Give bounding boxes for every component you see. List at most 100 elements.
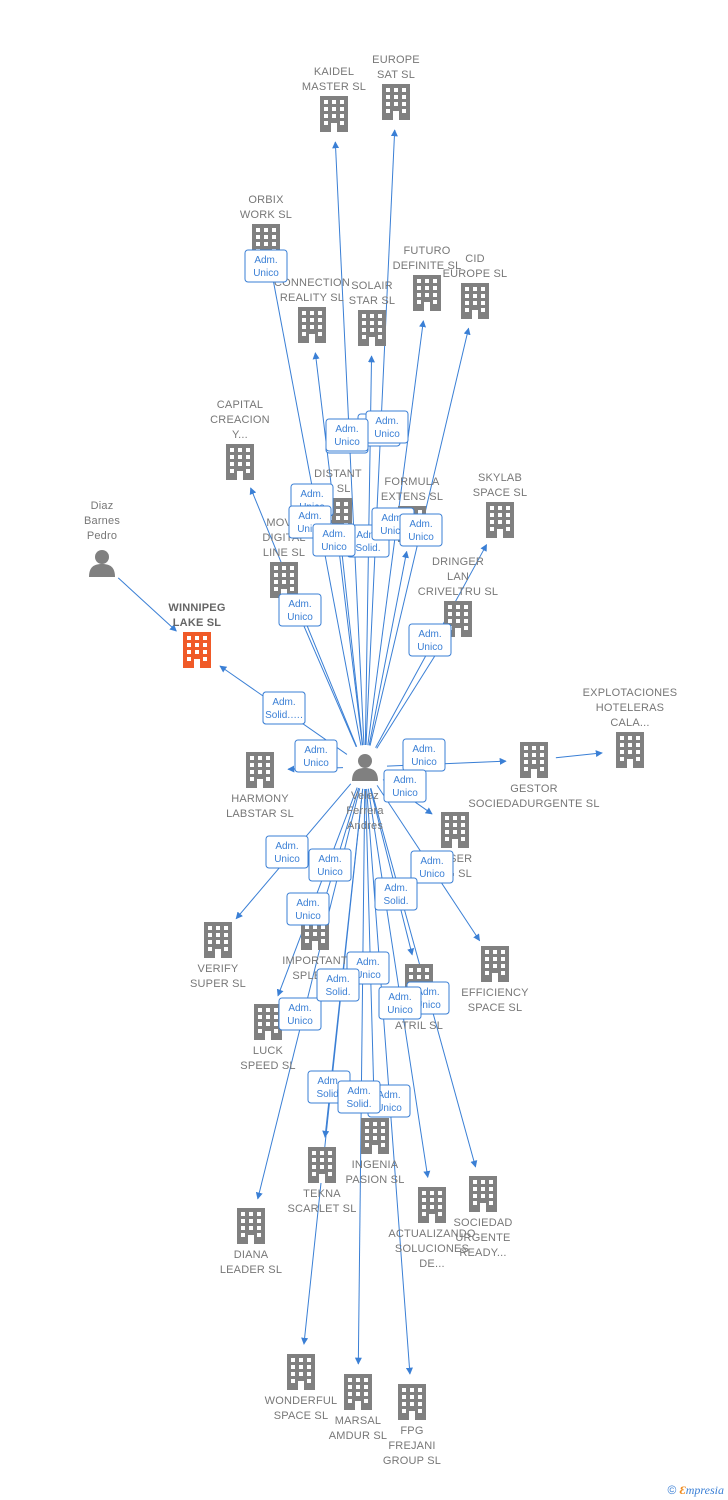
relation-label-gestor[interactable]: Adm.Unico — [402, 738, 446, 772]
relation-label-harmony[interactable]: Adm.Unico — [294, 739, 338, 773]
node-label: SOCIEDAD — [453, 1217, 512, 1229]
relation-label-text: Adm. — [254, 255, 277, 266]
relation-label-text: Unico — [411, 757, 437, 768]
relation-label-skylab[interactable]: Adm.Unico — [399, 513, 443, 547]
edge-center-to-distant — [338, 543, 364, 746]
building-icon — [486, 502, 514, 538]
relation-label-text: Adm. — [275, 841, 298, 852]
relation-label-winnipeg[interactable]: Adm.Solid.…. — [262, 691, 306, 725]
relation-label-cid[interactable]: Adm.Unico — [325, 418, 369, 452]
relation-label-diana[interactable]: Adm.Unico — [308, 848, 352, 882]
relation-label-text: Unico — [392, 788, 418, 799]
relation-label-text: Adm. — [322, 529, 345, 540]
company-node-explotaciones[interactable]: EXPLOTACIONESHOTELERASCALA... — [583, 687, 678, 768]
company-node-sociedad[interactable]: SOCIEDADURGENTEREADY... — [453, 1176, 512, 1259]
relation-label-text: Adm. — [375, 416, 398, 427]
relation-label-orbix[interactable]: Adm. Unico — [244, 249, 288, 283]
relation-label-text: Adm. — [388, 992, 411, 1003]
relation-label-distant[interactable]: Adm. Unico — [312, 523, 356, 557]
building-icon — [358, 310, 386, 346]
relation-label-verify[interactable]: Adm.Unico — [265, 835, 309, 869]
node-label: LUCK — [253, 1045, 284, 1057]
relation-label-text: Unico — [321, 542, 347, 553]
relation-label-wonderful[interactable]: Adm.Solid. — [316, 968, 360, 1002]
brand-logo[interactable]: Ɛmpresia — [679, 1483, 724, 1497]
node-label: SOLAIR — [351, 280, 393, 292]
relation-label-text: Unico — [380, 526, 406, 537]
node-label: GESTOR — [510, 783, 557, 795]
building-icon — [441, 812, 469, 848]
node-label: SPACE SL — [274, 1410, 329, 1422]
relation-label-text: Adm. — [304, 745, 327, 756]
building-icon — [418, 1187, 446, 1223]
relation-label-important[interactable]: Adm.Unico — [286, 892, 330, 926]
relation-label-luck[interactable]: Adm.Unico — [278, 997, 322, 1031]
edge-center-to-wonderful — [301, 788, 364, 1345]
node-label: FREJANI — [388, 1440, 435, 1452]
edge-center-to-ingenia — [365, 788, 378, 1109]
company-node-luck[interactable]: LUCK SPEED SL — [240, 1004, 296, 1072]
relation-label-fpg[interactable]: Adm.Unico — [383, 769, 427, 803]
relation-label-marsal[interactable]: Adm.Solid. — [337, 1080, 381, 1114]
node-label: Ferrera — [346, 805, 384, 817]
relation-label-text: Adm. — [384, 883, 407, 894]
node-label: EXTENS SL — [381, 491, 443, 503]
relation-label-text: Unico — [417, 642, 443, 653]
relation-label-text: Adm. — [377, 1090, 400, 1101]
relation-label-box — [278, 997, 322, 1031]
node-label: EUROPE SL — [443, 268, 508, 280]
relation-label-box — [408, 623, 452, 657]
relation-label-box — [383, 769, 427, 803]
building-icon — [254, 1004, 282, 1040]
node-label: KAIDEL — [314, 66, 354, 78]
relation-label-actualizando[interactable]: Adm.Solid. — [374, 877, 418, 911]
node-label: HOTELERAS — [596, 702, 664, 714]
relation-labels-layer: Adm.UnicoAdm.UnicoAdm.UnicoAdm.UnicoAdm.… — [244, 249, 454, 1118]
relation-label-text: Unico — [297, 524, 323, 535]
relation-label-text: Unico — [253, 268, 279, 279]
relation-label-atril[interactable]: Adm.Unico — [378, 986, 422, 1020]
relation-label-box — [325, 418, 369, 452]
relation-label-text: Adm. — [418, 629, 441, 640]
relation-label-movil[interactable]: Adm.Unico — [278, 593, 322, 627]
node-label: SAT SL — [377, 69, 415, 81]
node-label: FUTURO — [403, 245, 450, 257]
node-label: DE... — [419, 1258, 444, 1270]
company-node-actualizando[interactable]: ACTUALIZANDOSOLUCIONESDE... — [388, 1187, 476, 1270]
building-icon — [204, 922, 232, 958]
node-label: SPEED SL — [240, 1060, 295, 1072]
relation-label-futuro[interactable]: Adm.Unico — [365, 410, 409, 444]
relation-label-text: Unico — [295, 911, 321, 922]
company-node-capital[interactable]: CAPITALCREACIONY... — [210, 399, 270, 480]
relation-label-niser[interactable]: Adm.Unico — [410, 850, 454, 884]
building-icon — [237, 1208, 265, 1244]
relation-label-box — [374, 877, 418, 911]
node-label: TEKNA — [303, 1188, 341, 1200]
relation-label-box — [244, 249, 288, 283]
relation-label-dringer[interactable]: Adm. Unico — [408, 623, 452, 657]
building-icon — [520, 742, 548, 778]
